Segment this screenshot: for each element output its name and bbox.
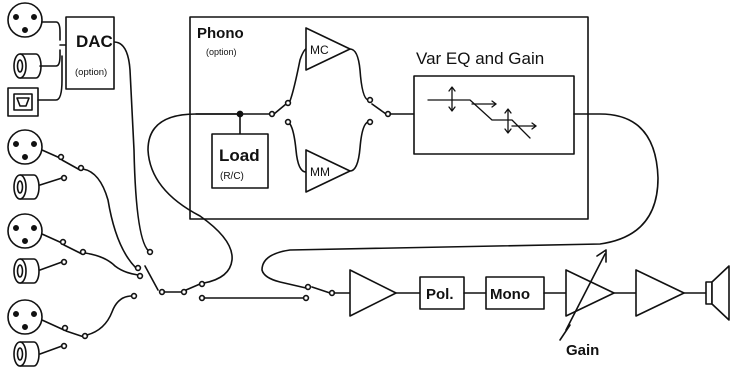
speaker-icon xyxy=(705,265,730,321)
eq-curve-icon xyxy=(427,86,537,139)
var-eq-block xyxy=(413,75,575,155)
rca-input-icon xyxy=(13,174,40,200)
xlr-input-icon xyxy=(7,129,43,165)
phono-option-note: (option) xyxy=(206,47,237,57)
rca-input-icon xyxy=(13,341,40,367)
gain-arrow-icon xyxy=(559,249,607,341)
rca-input-icon xyxy=(13,258,40,284)
mono-label: Mono xyxy=(490,286,530,303)
dac-block xyxy=(65,16,115,90)
var-eq-label: Var EQ and Gain xyxy=(416,49,544,68)
phono-title: Phono xyxy=(197,25,244,42)
load-note: (R/C) xyxy=(220,171,244,182)
mm-amplifier-icon xyxy=(305,149,351,193)
output-amplifier-icon xyxy=(635,269,685,317)
gain-label: Gain xyxy=(566,342,599,359)
xlr-input-icon xyxy=(7,213,43,249)
mc-label: MC xyxy=(310,43,329,57)
input-switch-2 xyxy=(39,233,139,276)
load-block xyxy=(211,133,269,189)
xlr-input-icon xyxy=(7,299,43,335)
mm-label: MM xyxy=(310,165,330,179)
mc-amplifier-icon xyxy=(305,27,351,71)
eq-output-loop xyxy=(261,113,659,289)
mono-block xyxy=(485,276,545,310)
dac-wiring xyxy=(37,21,151,253)
load-title: Load xyxy=(219,146,260,165)
dac-title: DAC xyxy=(76,32,113,51)
optical-input-icon xyxy=(7,87,39,117)
phono-output-wiring xyxy=(349,48,415,172)
input-buffer-amplifier-icon xyxy=(349,269,397,317)
output-selector-switch xyxy=(304,283,351,297)
dac-option-note: (option) xyxy=(75,67,107,78)
phono-section-box xyxy=(189,16,589,220)
xlr-input-icon xyxy=(7,2,43,38)
rca-input-icon xyxy=(13,53,42,79)
input-switch-3 xyxy=(39,295,133,355)
polarity-label: Pol. xyxy=(426,286,454,303)
gain-amplifier-icon xyxy=(565,269,615,317)
polarity-block xyxy=(419,276,465,310)
input-switch-1 xyxy=(39,149,137,269)
